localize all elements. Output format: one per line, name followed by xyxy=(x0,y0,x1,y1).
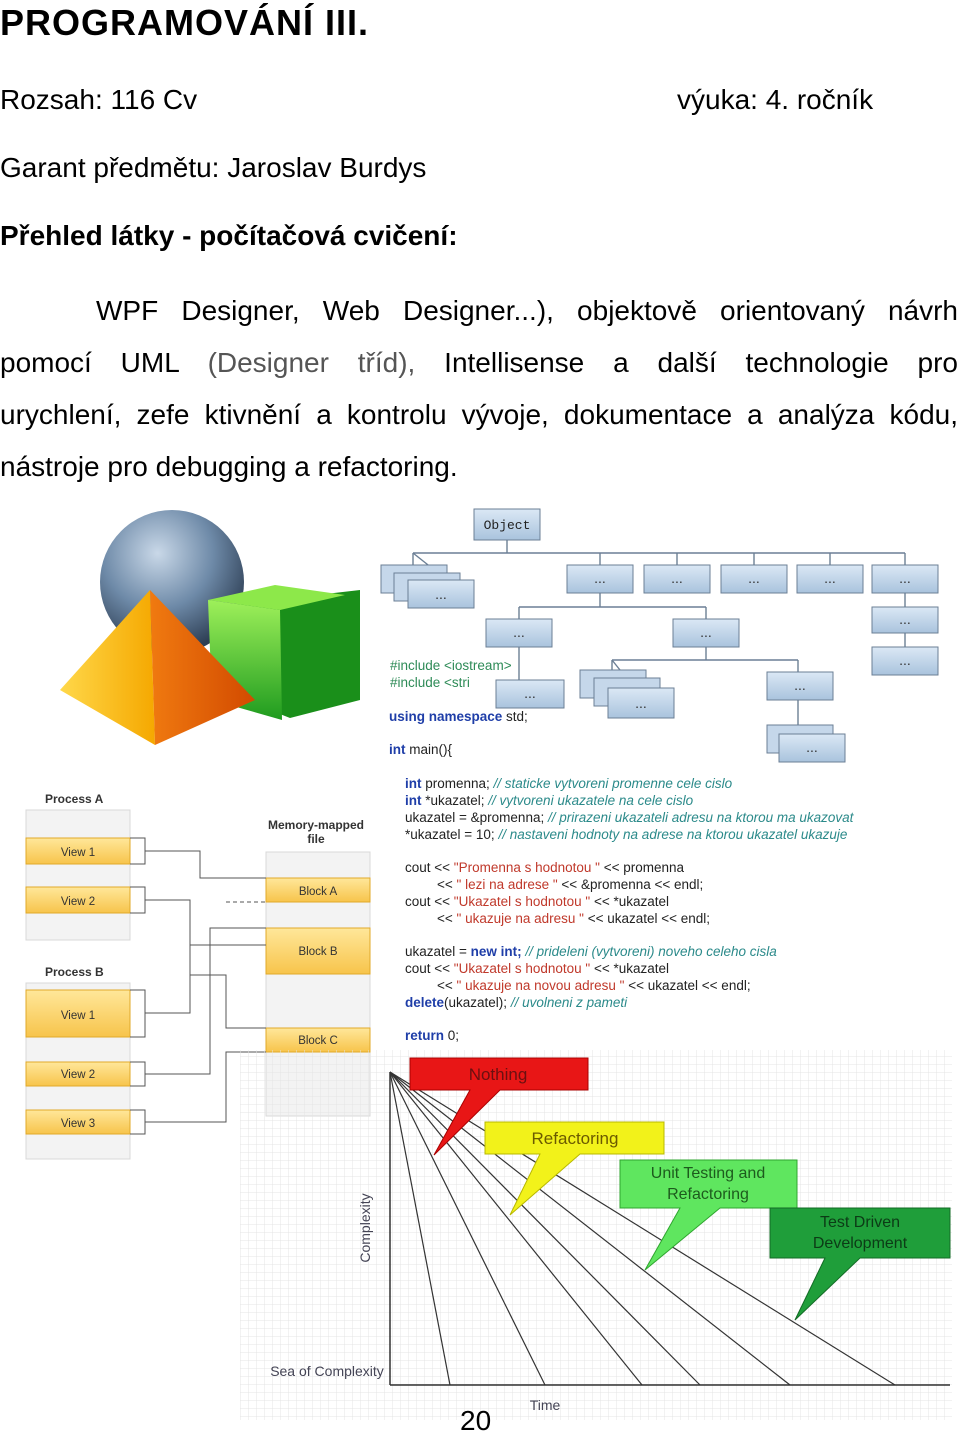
y-axis-label: Complexity xyxy=(357,1193,373,1262)
paragraph-line-2: pomocí UML (Designer tříd), Intellisense… xyxy=(0,337,958,389)
code-line: int promenna; // staticke vytvoreni prom… xyxy=(405,776,733,791)
view-label: View 1 xyxy=(61,847,95,859)
paragraph-line-1: WPF Designer, Web Designer...), objektov… xyxy=(96,295,958,326)
class-node-label: ... xyxy=(513,624,525,640)
class-node-label: ... xyxy=(700,624,712,640)
page-number: 20 xyxy=(460,1405,492,1436)
code-line: #include <stri xyxy=(390,675,470,690)
code-line: *ukazatel = 10; // nastaveni hodnoty na … xyxy=(405,827,847,842)
class-node-label: ... xyxy=(748,570,760,586)
callout-unit-testing xyxy=(619,1159,798,1271)
collage-illustration: Object ... ... ... ... ... ... ... ... .… xyxy=(25,508,952,1420)
view-label: View 2 xyxy=(61,896,95,908)
code-line: int main(){ xyxy=(389,742,453,757)
class-node-label: ... xyxy=(794,677,806,693)
class-node-label: ... xyxy=(635,695,647,711)
memory-file-title-2: file xyxy=(307,832,325,846)
pyramid-right xyxy=(150,590,255,745)
cube-top xyxy=(208,585,345,610)
code-listing: #include <iostream> #include <stri using… xyxy=(389,658,855,1043)
code-line: cout << "Ukazatel s hodnotou " << *ukaza… xyxy=(405,894,669,909)
year-label: výuka: 4. ročník xyxy=(677,84,874,115)
class-node-label: ... xyxy=(806,739,818,755)
class-nodes: Object ... ... ... ... ... ... ... ... .… xyxy=(380,508,939,763)
callout-refactoring xyxy=(484,1121,665,1216)
memory-file-title: Memory-mapped xyxy=(268,818,364,832)
scope-label: Rozsah: 116 Cv xyxy=(0,84,198,115)
block-label: Block C xyxy=(298,1035,338,1047)
class-node-label: ... xyxy=(899,652,911,668)
process-b-label: Process B xyxy=(45,965,104,979)
callout-unit-testing-label: Unit Testing and xyxy=(651,1165,765,1182)
class-node-label: ... xyxy=(524,685,536,701)
guarantor-label: Garant předmětu: Jaroslav Burdys xyxy=(0,152,427,183)
code-line: << " ukazuje na adresu " << ukazatel << … xyxy=(437,911,710,926)
paragraph-line-2a: pomocí UML xyxy=(0,347,208,378)
code-line: ukazatel = new int; // prideleni (vytvor… xyxy=(405,944,777,959)
paragraph-line-4: nástroje pro debugging a refactoring. xyxy=(0,451,458,482)
sea-of-complexity-label: Sea of Complexity xyxy=(270,1363,384,1379)
paragraph-line-2b: (Designer tříd), xyxy=(207,347,416,378)
code-line: return 0; xyxy=(405,1028,459,1043)
code-line: #include <iostream> xyxy=(390,658,512,673)
callout-unit-testing-label-2: Refactoring xyxy=(667,1186,749,1203)
class-node-label: ... xyxy=(671,570,683,586)
x-axis-label: Time xyxy=(530,1397,561,1413)
callout-tdd xyxy=(769,1207,951,1321)
process-a-label: Process A xyxy=(45,792,104,806)
code-line: int *ukazatel; // vytvoreni ukazatele na… xyxy=(405,793,694,808)
pyramid-left xyxy=(60,590,155,745)
class-node-label: ... xyxy=(435,586,447,602)
class-node-label: ... xyxy=(594,570,606,586)
description-paragraph: WPF Designer, Web Designer...), objektov… xyxy=(0,285,958,493)
code-line: cout << "Promenna s hodnotou " << promen… xyxy=(405,860,685,875)
code-line: ukazatel = &promenna; // prirazeni ukaza… xyxy=(405,810,855,825)
view-label: View 1 xyxy=(61,1010,95,1022)
overview-heading: Přehled látky - počítačová cvičení: xyxy=(0,220,458,251)
code-line: using namespace std; xyxy=(389,709,528,724)
callout-tdd-label-2: Development xyxy=(813,1235,908,1252)
view-label: View 2 xyxy=(61,1069,95,1081)
callout-refactoring-label: Refactoring xyxy=(532,1129,619,1148)
block-label: Block B xyxy=(299,946,338,958)
view-label: View 3 xyxy=(61,1118,95,1130)
callout-nothing-label: Nothing xyxy=(469,1065,528,1084)
class-node-label: ... xyxy=(824,570,836,586)
code-line: cout << "Ukazatel s hodnotou " << *ukaza… xyxy=(405,961,669,976)
callout-tdd-label: Test Driven xyxy=(820,1214,900,1231)
code-line: delete(ukazatel); // uvolneni z pameti xyxy=(405,995,628,1010)
class-node-label: ... xyxy=(899,570,911,586)
paragraph-line-2c: Intellisense a další technologie pro xyxy=(415,347,958,378)
callout-nothing xyxy=(409,1057,589,1156)
block-label: Block A xyxy=(299,886,338,898)
shapes-graphic xyxy=(60,510,360,745)
complexity-chart: Nothing Refactoring Unit Testing and Ref… xyxy=(240,1050,952,1420)
paragraph-line-3: urychlení, zefe ktivnění a kontrolu vývo… xyxy=(0,399,958,430)
class-root-label: Object xyxy=(484,518,531,533)
page-heading: PROGRAMOVÁNÍ III. xyxy=(0,2,370,43)
code-line: << " lezi na adrese " << &promenna << en… xyxy=(437,877,703,892)
class-node-label: ... xyxy=(899,611,911,627)
code-line: << " ukazuje na novou adresu " << ukazat… xyxy=(437,978,751,993)
